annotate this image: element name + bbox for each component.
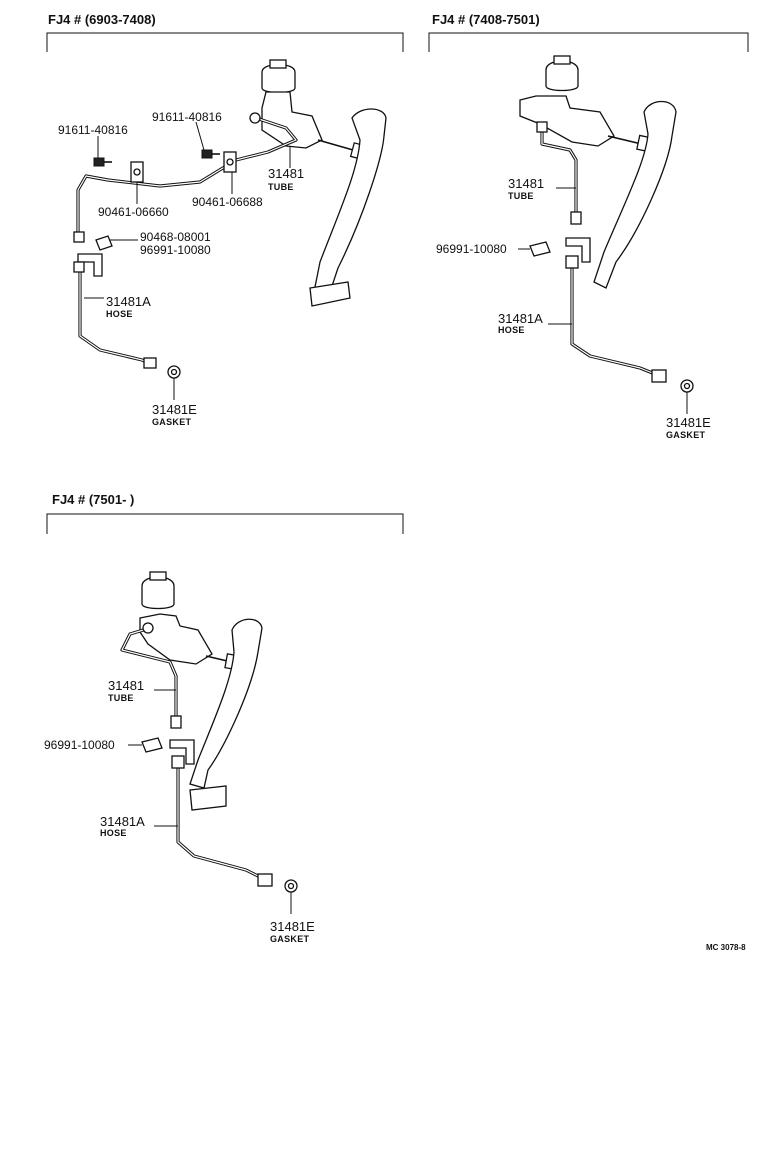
label-tube-name: TUBE — [108, 693, 134, 703]
label-bolt-left: 91611-40816 — [58, 123, 128, 137]
panel-2: FJ4 # (7408-7501) — [428, 12, 749, 440]
label-bolt-right: 91611-40816 — [152, 110, 222, 124]
label-hose-name: HOSE — [100, 828, 127, 838]
hose-bracket — [565, 237, 591, 263]
panel-2-bracket — [428, 32, 749, 52]
clutch-pedal-assembly — [261, 59, 387, 307]
label-gasket-name: GASKET — [152, 417, 192, 427]
bolt-91611-40816-b — [201, 149, 220, 159]
panel-1-bracket — [46, 32, 404, 52]
label-clip: 96991-10080 — [436, 242, 507, 256]
label-tube-pn: 31481 — [508, 176, 544, 191]
label-clamp-right: 90461-06688 — [192, 195, 263, 209]
label-tube-name: TUBE — [508, 191, 534, 201]
label-tube-pn: 31481 — [108, 678, 144, 693]
clamp-90461-06660 — [130, 161, 144, 183]
label-gasket-name: GASKET — [270, 934, 310, 944]
panel-3-bracket — [46, 513, 404, 534]
gasket — [167, 365, 181, 379]
label-tube-name: TUBE — [268, 182, 294, 192]
clip-96991 — [141, 737, 163, 753]
label-tube-pn: 31481 — [268, 166, 304, 181]
panel-1-header: FJ4 # (6903-7408) — [48, 12, 156, 27]
label-clip-b: 96991-10080 — [140, 243, 211, 257]
label-gasket-name: GASKET — [666, 430, 706, 440]
panel-2-header: FJ4 # (7408-7501) — [432, 12, 540, 27]
label-hose-pn: 31481A — [498, 311, 543, 326]
label-hose-pn: 31481A — [100, 814, 145, 829]
label-clip-a: 90468-08001 — [140, 230, 211, 244]
gasket — [284, 879, 298, 893]
label-gasket-pn: 31481E — [152, 402, 197, 417]
hose-bracket — [169, 739, 195, 765]
clamp-90461-06688 — [223, 151, 237, 173]
label-hose-pn: 31481A — [106, 294, 151, 309]
bolt-91611-40816-a — [93, 157, 112, 167]
label-gasket-pn: 31481E — [666, 415, 711, 430]
clutch-pedal-assembly — [139, 571, 263, 811]
panel-1: FJ4 # (6903-7408) — [46, 12, 404, 427]
gasket — [680, 379, 694, 393]
panel-3-header: FJ4 # (7501- ) — [52, 492, 134, 507]
label-clip: 96991-10080 — [44, 738, 115, 752]
label-gasket-pn: 31481E — [270, 919, 315, 934]
panel-3: FJ4 # (7501- ) — [44, 492, 404, 944]
figure-code: MC 3078-8 — [706, 943, 746, 952]
label-hose-name: HOSE — [498, 325, 525, 335]
clip-96991 — [529, 241, 551, 257]
clip-90468 — [95, 235, 113, 251]
label-clamp-left: 90461-06660 — [98, 205, 169, 219]
label-hose-name: HOSE — [106, 309, 133, 319]
clutch-pedal-assembly — [519, 55, 677, 289]
